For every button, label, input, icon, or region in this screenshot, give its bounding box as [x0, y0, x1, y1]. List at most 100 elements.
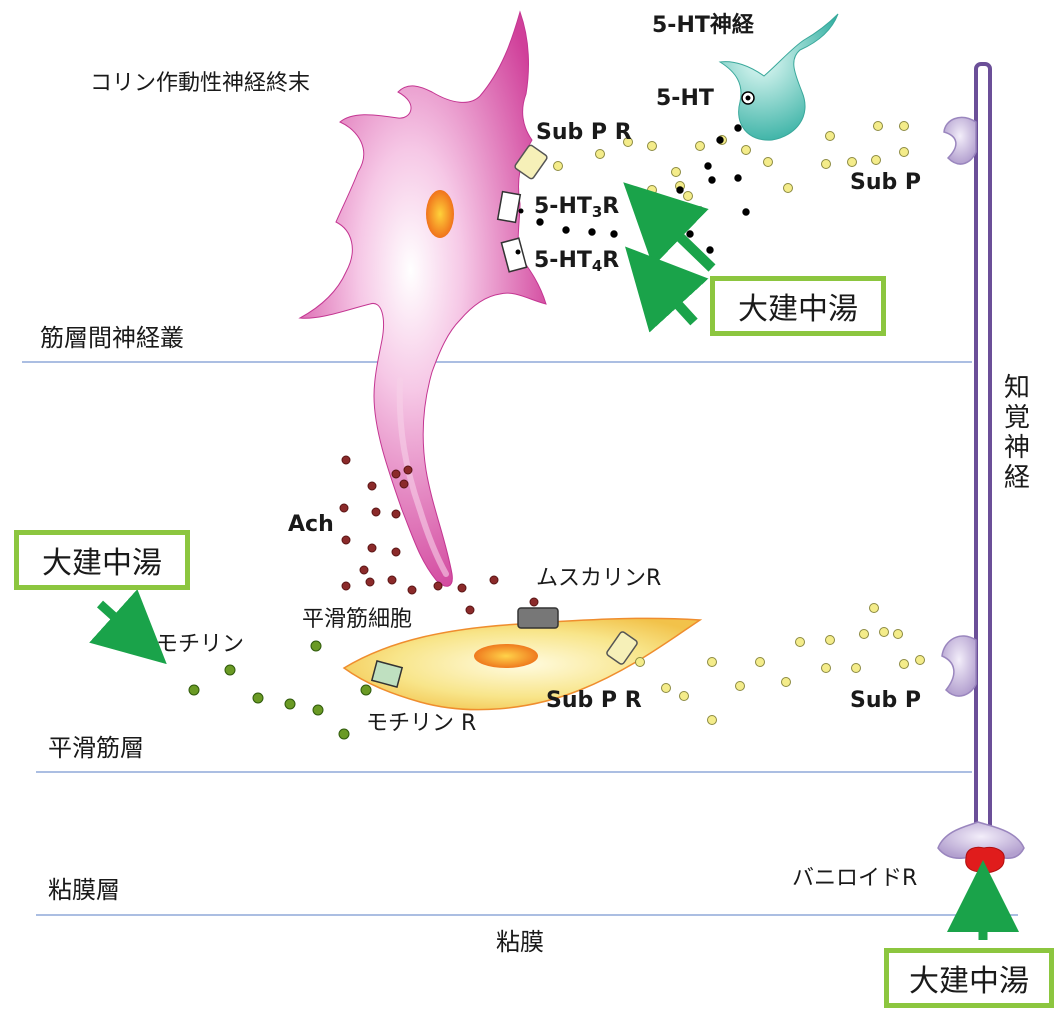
ach-label: Ach [288, 512, 334, 537]
ach-dot [391, 547, 401, 557]
motilin-receptor [370, 660, 404, 688]
ht-nerve-cell [718, 13, 839, 141]
ht-dot [676, 186, 684, 194]
ht-dot [678, 218, 686, 226]
sensory-ending-top [943, 116, 977, 165]
sub-p-dot [899, 659, 909, 669]
daikenchuto-box-left: 大建中湯 [14, 530, 190, 590]
daikenchuto-box-bottom: 大建中湯 [884, 948, 1054, 1008]
ach-dot [367, 543, 377, 553]
motilin-label: モチリン [156, 632, 245, 657]
ach-dot [465, 605, 475, 615]
ach-molecules [339, 455, 539, 615]
ach-dot [341, 581, 351, 591]
motilin-dot [360, 684, 372, 696]
sub-p-dot [707, 657, 717, 667]
ach-dot [407, 585, 417, 595]
sub-p-dot [821, 663, 831, 673]
motilin-dot [284, 698, 296, 710]
ht-dot [610, 230, 618, 238]
motilin-receptor-label: モチリン R [366, 711, 477, 736]
smooth-muscle-cell-label: 平滑筋細胞 [302, 607, 413, 632]
daikenchuto-box-top: 大建中湯 [710, 276, 886, 336]
cholinergic-axon-sheen [396, 377, 449, 577]
ht-dot [708, 176, 716, 184]
sensory-nerve-fiber [974, 62, 992, 856]
ach-dot [341, 455, 351, 465]
arrow-to-motilin [89, 589, 167, 665]
sub-p-dot [821, 159, 831, 169]
cholinergic-neuron [298, 10, 547, 587]
sub-p-dot [871, 155, 881, 165]
sub-p-dot [795, 637, 805, 647]
sub-p-receptor-muscle [606, 631, 638, 665]
motilin-dot [224, 664, 236, 676]
sub-p-dot [679, 691, 689, 701]
ht3-receptor-label: 5-HT3R [534, 194, 620, 221]
ach-dot [387, 575, 397, 585]
sub-p-dot [635, 657, 645, 667]
sub-p-dot [553, 161, 563, 171]
motilin-molecules [188, 640, 372, 740]
ht-dot [656, 230, 664, 238]
mucosal-layer-label: 粘膜層 [48, 876, 120, 904]
ach-dot [391, 509, 401, 519]
sub-p-dot [763, 157, 773, 167]
sub-p-dot [879, 627, 889, 637]
motilin-dot [188, 684, 200, 696]
ach-dot [433, 581, 443, 591]
motilin-dot [338, 728, 350, 740]
ach-dot [371, 507, 381, 517]
sub-p-dot [647, 185, 657, 195]
ht-dot [696, 206, 704, 214]
sub-p-dot [595, 149, 605, 159]
sub-p-receptor-bottom-label: Sub P R [546, 688, 642, 713]
sub-p-dot [899, 121, 909, 131]
sub-p-dot [661, 683, 671, 693]
ht-dot [704, 162, 712, 170]
cholinergic-terminal-label: コリン作動性神経終末 [90, 71, 311, 96]
sub-p-dot [851, 663, 861, 673]
smooth-muscle-layer-label: 平滑筋層 [48, 734, 144, 762]
sub-p-dot [893, 629, 903, 639]
sub-p-dot [783, 183, 793, 193]
ht3-receptor [496, 190, 522, 224]
myenteric-plexus-label: 筋層間神経叢 [40, 324, 184, 352]
sensory-nerve-label: 知覚神経 [1003, 373, 1030, 493]
ach-dot [489, 575, 499, 585]
sub-p-dot [695, 141, 705, 151]
ht-dot [536, 218, 544, 226]
ht-dot [716, 136, 724, 144]
motilin-dot [252, 692, 264, 704]
sub-p-dot [683, 191, 693, 201]
muscarinic-receptor-label: ムスカリンR [536, 566, 662, 591]
arrow-to-ht4r [625, 246, 709, 333]
ht-dot [588, 228, 596, 236]
smooth-muscle-nucleus [474, 644, 538, 668]
sub-p-dot [647, 141, 657, 151]
sub-p-dot [707, 715, 717, 725]
ach-dot [365, 577, 375, 587]
sub-p-top-label: Sub P [850, 170, 922, 195]
sub-p-dot [735, 681, 745, 691]
ht-label: 5-HT [656, 86, 714, 111]
sub-p-dot [915, 655, 925, 665]
sub-p-dot [755, 657, 765, 667]
motilin-dot [310, 640, 322, 652]
ach-dot [341, 535, 351, 545]
sensory-ending-middle [941, 635, 977, 697]
ht4-receptor [500, 237, 528, 273]
sub-p-dot [873, 121, 883, 131]
ht-dot [706, 246, 714, 254]
sub-p-dot [899, 147, 909, 157]
ht-dot [636, 210, 644, 218]
ach-dot [339, 503, 349, 513]
sub-p-dot [825, 635, 835, 645]
muscarinic-receptor [517, 607, 559, 629]
ach-dot [529, 597, 539, 607]
ht-dot [686, 230, 694, 238]
sub-p-dot [859, 629, 869, 639]
sub-p-dot [671, 167, 681, 177]
sub-p-dot [623, 137, 633, 147]
